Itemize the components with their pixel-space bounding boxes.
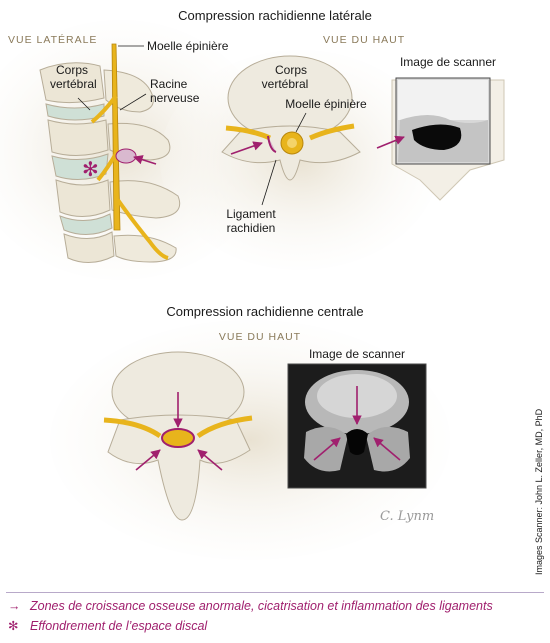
- lateral-view-label: VUE LATÉRALE: [8, 33, 97, 46]
- label-spinal-cord: Moelle épinière: [147, 39, 229, 53]
- artist-signature: C. Lynm: [380, 509, 434, 524]
- label-spinal-cord-top: Moelle épinière: [285, 97, 367, 111]
- label-ligament-2: rachidien: [227, 221, 276, 235]
- bottom-view-label: VUE DU HAUT: [219, 331, 301, 343]
- legend-asterisk-text: Effondrement de l’espace discal: [30, 619, 208, 633]
- lateral-spine-illustration: ✻: [39, 43, 181, 263]
- scan-title-top: Image de scanner: [400, 55, 496, 69]
- asterisk-icon: ✻: [8, 619, 19, 633]
- label-vertebral-body-top-1: Corps: [275, 63, 307, 77]
- ct-scan-lateral: [376, 77, 505, 201]
- label-vertebral-body-2: vertébral: [50, 77, 97, 91]
- collapse-asterisk: ✻: [82, 159, 99, 181]
- bottom-title: Compression rachidienne centrale: [166, 304, 363, 319]
- label-nerve-root-2: nerveuse: [150, 91, 200, 105]
- arrow-icon: →: [8, 599, 21, 613]
- legend-row-arrow: → Zones de croissance osseuse anormale, c…: [8, 599, 493, 613]
- label-vertebral-body-1: Corps: [56, 63, 88, 77]
- top-view-vertebra-central: [103, 351, 253, 521]
- label-ligament-1: Ligament: [226, 207, 276, 221]
- ct-scan-central: [287, 363, 427, 489]
- legend: → Zones de croissance osseuse anormale, c…: [6, 592, 544, 639]
- scan-title-bottom: Image de scanner: [309, 347, 405, 361]
- top-view-vertebra-lateral: [221, 55, 361, 206]
- top-view-label: VUE DU HAUT: [323, 34, 405, 46]
- legend-arrow-text: Zones de croissance osseuse anormale, ci…: [30, 599, 493, 613]
- top-title: Compression rachidienne latérale: [178, 8, 372, 23]
- image-credit: Images Scanner: John L. Zeller, MD, PhD: [534, 408, 544, 575]
- label-vertebral-body-top-2: vertébral: [262, 77, 309, 91]
- label-nerve-root-1: Racine: [150, 77, 188, 91]
- legend-row-asterisk: ✻ Effondrement de l’espace discal: [8, 618, 207, 633]
